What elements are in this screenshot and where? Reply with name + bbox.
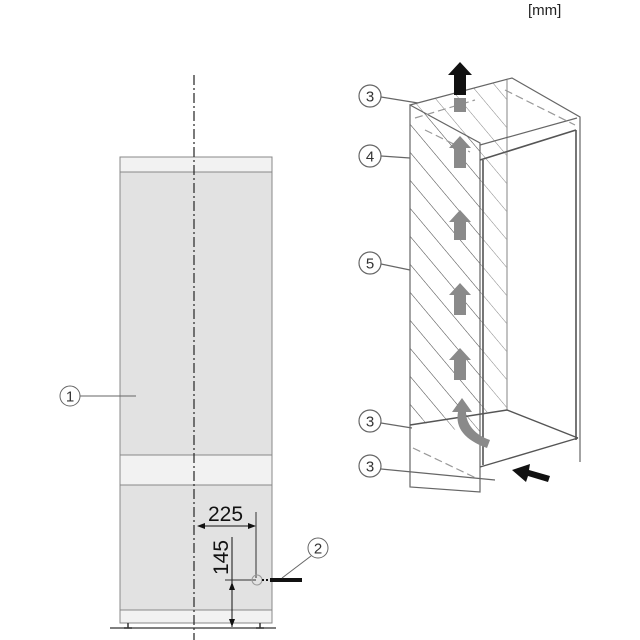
upper-door <box>119 171 273 456</box>
callout-5: 5 <box>366 256 374 273</box>
dim-145-label: 145 <box>210 540 233 575</box>
lower-door <box>119 484 273 611</box>
curved-airflow-arrow-icon <box>452 398 490 448</box>
intake-arrow-icon <box>512 464 550 482</box>
airflow-arrow-icon <box>449 348 471 380</box>
callout-4: 4 <box>366 149 374 166</box>
bottom-band <box>119 609 273 624</box>
callout-4-leader <box>380 155 411 159</box>
cabinet-isometric-view <box>358 62 581 493</box>
side-panel <box>409 103 481 493</box>
power-cable-icon <box>270 578 302 582</box>
callout-3-top-leader <box>380 96 419 104</box>
airflow-arrow-icon <box>449 136 471 168</box>
vent-dashes <box>412 89 576 479</box>
callout-3-plinth-leader <box>380 468 496 481</box>
bottom-shelf <box>409 409 579 468</box>
callout-3-bottom: 3 <box>366 414 374 431</box>
feet <box>124 623 264 629</box>
callout-3-top: 3 <box>366 89 374 106</box>
top-edge <box>479 117 578 146</box>
callout-3-plinth-circle <box>358 454 382 478</box>
callout-5-circle <box>358 251 382 275</box>
callout-2: 2 <box>314 541 322 558</box>
airflow-arrow-icon <box>449 210 471 240</box>
airflow-arrow-icon <box>449 283 471 315</box>
callout-3-bottom-leader <box>380 422 413 429</box>
unit-label: [mm] <box>528 2 561 19</box>
middle-band <box>119 454 273 486</box>
top-band <box>119 156 273 173</box>
callout-3-bottom-circle <box>358 409 382 433</box>
callout-2-leader <box>281 555 312 579</box>
exhaust-arrow-icon <box>448 62 472 95</box>
appliance-front-view: 1 225 145 2 <box>59 75 329 640</box>
callout-3-plinth: 3 <box>366 459 374 476</box>
dim-225-label: 225 <box>208 503 243 526</box>
callout-1: 1 <box>66 389 74 406</box>
airflow-arrow-icon <box>454 98 466 112</box>
callout-5-leader <box>380 263 411 271</box>
callout-2-circle <box>307 537 329 559</box>
callout-3-top-circle <box>358 84 382 108</box>
